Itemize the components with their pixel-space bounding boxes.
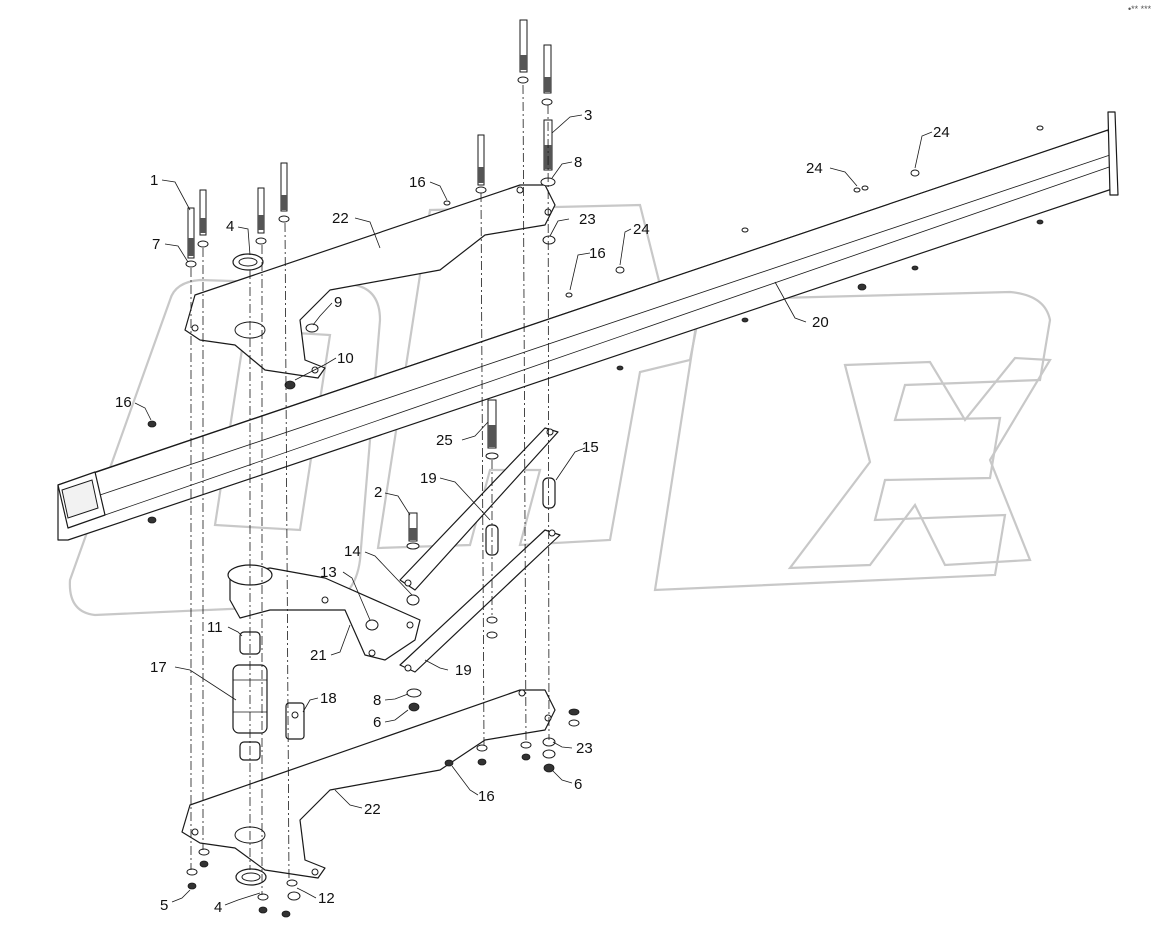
- callout-1: 1: [150, 172, 158, 189]
- callout-12: 12: [318, 890, 335, 907]
- nuts-and-washers: [147, 76, 1044, 918]
- callout-16-left: 16: [115, 394, 132, 411]
- callout-25: 25: [436, 432, 453, 449]
- grease-fitting: [285, 702, 305, 740]
- callout-22-lower: 22: [364, 801, 381, 818]
- callout-14: 14: [344, 543, 361, 560]
- callout-9: 9: [334, 294, 342, 311]
- callout-23-upper: 23: [579, 211, 596, 228]
- bearings: [232, 253, 267, 886]
- lower-plate: [181, 689, 556, 879]
- callout-24-mid: 24: [806, 160, 823, 177]
- callout-10: 10: [337, 350, 354, 367]
- callout-6-center: 6: [373, 714, 381, 731]
- callout-11: 11: [207, 619, 223, 636]
- callout-24-right: 24: [933, 124, 950, 141]
- callout-4-upper: 4: [226, 218, 234, 235]
- callout-8-lower: 8: [373, 692, 381, 709]
- watermark: [68, 203, 1052, 617]
- callout-3: 3: [584, 107, 592, 124]
- main-beam: [57, 111, 1119, 541]
- callout-23-lower: 23: [576, 740, 593, 757]
- callout-19-upper: 19: [420, 470, 437, 487]
- callout-8-upper: 8: [574, 154, 582, 171]
- callout-6-right: 6: [574, 776, 582, 793]
- callout-13: 13: [320, 564, 337, 581]
- callout-18: 18: [320, 690, 337, 707]
- swing-arm: [227, 564, 421, 661]
- corner-mark: •** ***: [1128, 4, 1152, 14]
- callout-15: 15: [582, 439, 599, 456]
- callout-24-beam: 24: [633, 221, 650, 238]
- callout-19-lower: 19: [455, 662, 472, 679]
- callout-17: 17: [150, 659, 167, 676]
- callout-20: 20: [812, 314, 829, 331]
- link-bars: [399, 427, 561, 673]
- callout-2: 2: [374, 484, 382, 501]
- callout-16-bottom: 16: [478, 788, 495, 805]
- leader-lines: [134, 114, 933, 906]
- callout-7: 7: [152, 236, 160, 253]
- assembly-axes: [190, 84, 550, 895]
- callout-21: 21: [310, 647, 327, 664]
- callout-22-upper: 22: [332, 210, 349, 227]
- callouts: 1 2 3 4 4 5 6 6 7 8 8 9 10 11 12 13 14 1…: [115, 107, 950, 916]
- callout-16-top: 16: [409, 174, 426, 191]
- callout-5: 5: [160, 897, 168, 914]
- callout-4-lower: 4: [214, 899, 222, 916]
- callout-16-right: 16: [589, 245, 606, 262]
